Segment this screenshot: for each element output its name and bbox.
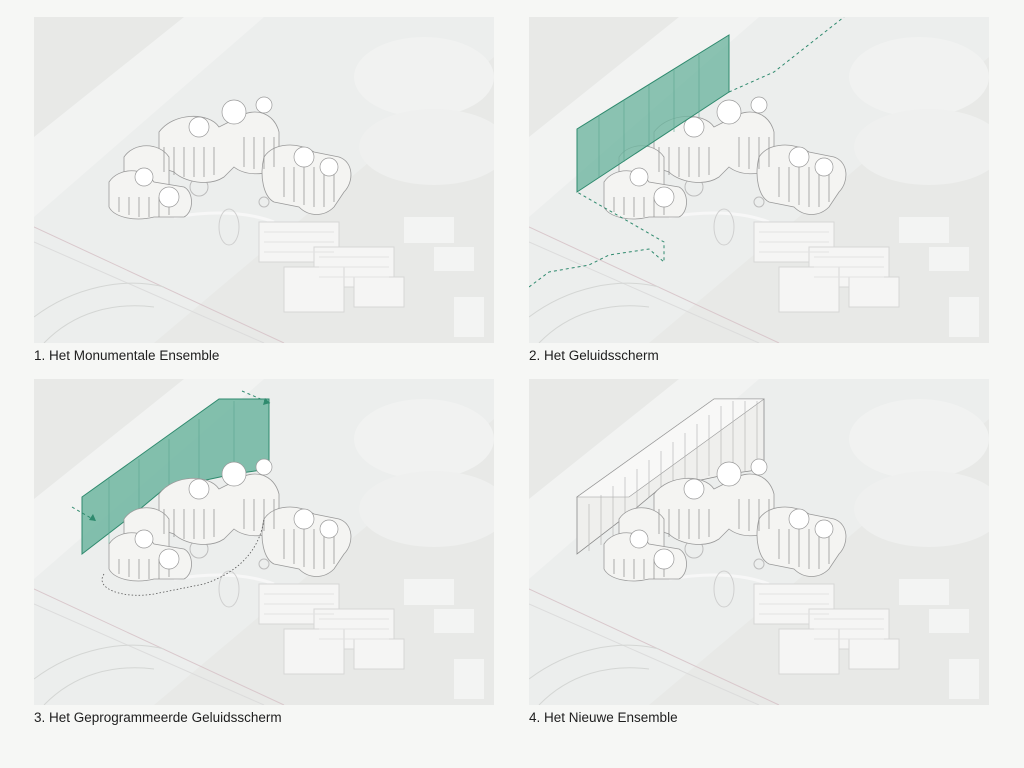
panel-caption: 1. Het Monumentale Ensemble	[34, 348, 220, 363]
panel-monumental-ensemble: 1. Het Monumentale Ensemble	[34, 17, 494, 363]
lattice-building	[753, 221, 900, 313]
aerial-diagram	[34, 17, 494, 343]
aerial-diagram	[529, 379, 989, 705]
panel-caption: 4. Het Nieuwe Ensemble	[529, 710, 678, 725]
panel-caption: 2. Het Geluidsscherm	[529, 348, 659, 363]
panel-programmed-noise-barrier: 3. Het Geprogrammeerde Geluidsscherm	[34, 379, 494, 725]
panel-noise-barrier: 2. Het Geluidsscherm	[529, 17, 989, 363]
aerial-diagram	[529, 17, 989, 343]
footprint-outline	[101, 518, 265, 596]
panel-new-ensemble: 4. Het Nieuwe Ensemble	[529, 379, 989, 725]
panel-caption: 3. Het Geprogrammeerde Geluidsscherm	[34, 710, 282, 725]
existing-ensemble	[108, 458, 352, 582]
arrow-left	[71, 506, 97, 522]
existing-ensemble	[603, 96, 847, 220]
boundary-line	[529, 17, 845, 288]
aerial-diagram	[34, 379, 494, 705]
existing-ensemble	[603, 458, 847, 582]
existing-ensemble	[108, 96, 352, 220]
arrowhead-right	[263, 398, 270, 405]
lattice-building	[753, 583, 900, 675]
arrowhead-left	[89, 514, 96, 521]
lattice-building	[258, 221, 405, 313]
lattice-building	[258, 583, 405, 675]
